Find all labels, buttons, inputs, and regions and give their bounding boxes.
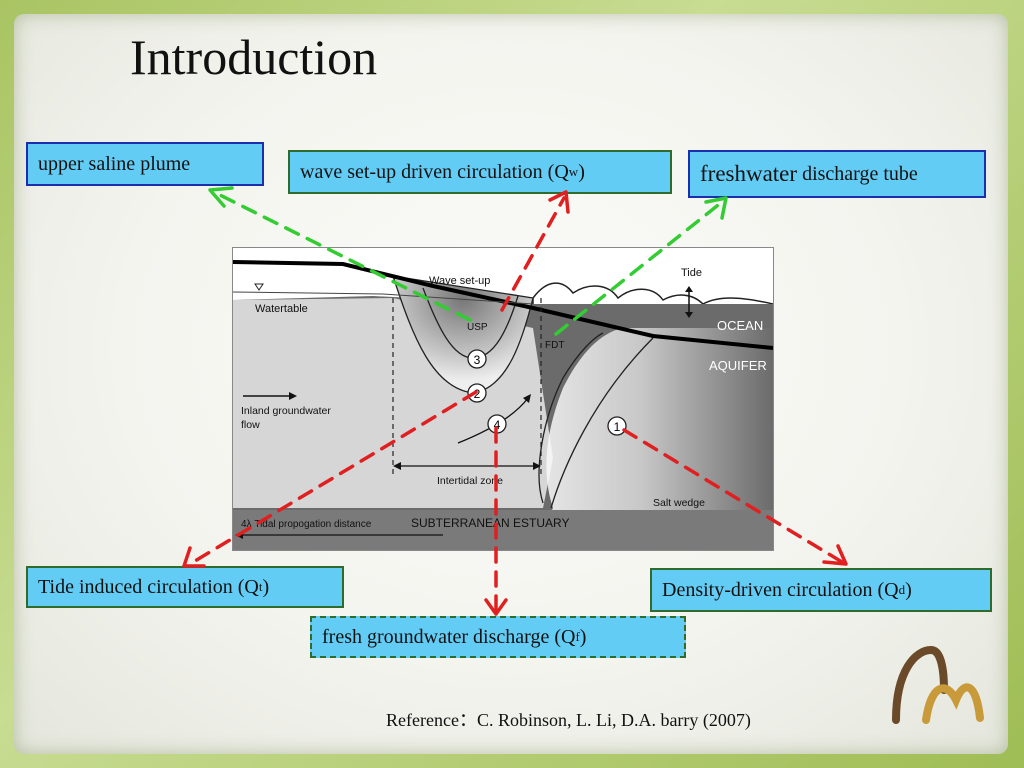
tidal-distance-fig-label: 4λ Tidal propogation distance: [241, 519, 372, 530]
inland-flow-label-1: Inland groundwater: [241, 405, 331, 417]
salt-wedge-fig-label: Salt wedge: [653, 497, 705, 509]
watertable-symbol: [254, 283, 264, 291]
fdt-fig-label: FDT: [545, 340, 564, 351]
fresh-groundwater-text: fresh groundwater discharge (Q: [322, 625, 576, 648]
subterranean-estuary-fig-label: SUBTERRANEAN ESTUARY: [411, 516, 569, 530]
subterranean-estuary-figure: 1 2 3 4 Wave set-up Tide Watertable OCEA…: [232, 247, 774, 551]
decorative-logo: [892, 645, 984, 724]
marker-4-label: 4: [494, 418, 501, 432]
intertidal-right-head: [533, 462, 541, 470]
marker-2: 2: [467, 383, 487, 403]
wave-setup-text: wave set-up driven circulation (Q: [300, 160, 569, 183]
marker-3: 3: [467, 349, 487, 369]
ocean-fig-label: OCEAN: [717, 318, 763, 333]
freshwater-tube-big: freshwater: [700, 161, 798, 186]
upper-saline-plume-text: upper saline plume: [38, 152, 191, 175]
tide-induced-text: Tide induced circulation (Q: [38, 575, 259, 598]
reference-citation: Reference：C. Robinson, L. Li, D.A. barry…: [386, 710, 751, 730]
estuary-diagram: 1 2 3 4 Wave set-up Tide Watertable OCEA…: [233, 260, 773, 550]
density-driven-close: ): [905, 578, 912, 601]
tide-fig-label: Tide: [681, 267, 702, 279]
logo-arch: [892, 645, 948, 724]
usp-fig-label: USP: [467, 322, 488, 333]
slide-title: Introduction: [130, 29, 378, 85]
marker-3-label: 3: [474, 353, 481, 367]
freshwater-tube-small: discharge tube: [797, 162, 918, 185]
upper-saline-plume-label: upper saline plume: [26, 142, 264, 186]
tide-induced-close: ): [262, 575, 270, 598]
fdt-outline: [550, 337, 654, 509]
marker-4: 4: [487, 414, 507, 434]
freshwater-tube-label: freshwater discharge tube: [688, 150, 986, 198]
tide-induced-sub: t: [258, 579, 263, 594]
inland-flow-label-2: flow: [241, 419, 260, 431]
tide-arrow-up-head: [685, 286, 693, 292]
circulation-arrow-4-head: [523, 394, 531, 403]
density-driven-sub: d: [898, 582, 906, 597]
logo-wave: [922, 683, 984, 724]
aquifer-fig-label: AQUIFER: [709, 358, 767, 373]
wave-setup-close: ): [578, 160, 585, 183]
watertable-fig-label: Watertable: [255, 303, 308, 315]
marker-1: 1: [607, 416, 627, 436]
marker-1-label: 1: [614, 420, 621, 434]
marker-2-label: 2: [474, 387, 481, 401]
fresh-groundwater-close: ): [579, 625, 587, 648]
intertidal-zone-fig-label: Intertidal zone: [437, 475, 503, 487]
fresh-groundwater-sub: f: [575, 629, 580, 644]
wedge-outline: [538, 332, 604, 504]
wave-setup-fig-label: Wave set-up: [429, 275, 490, 287]
density-driven-text: Density-driven circulation (Q: [662, 578, 899, 601]
wave-setup-sub: w: [568, 164, 579, 179]
